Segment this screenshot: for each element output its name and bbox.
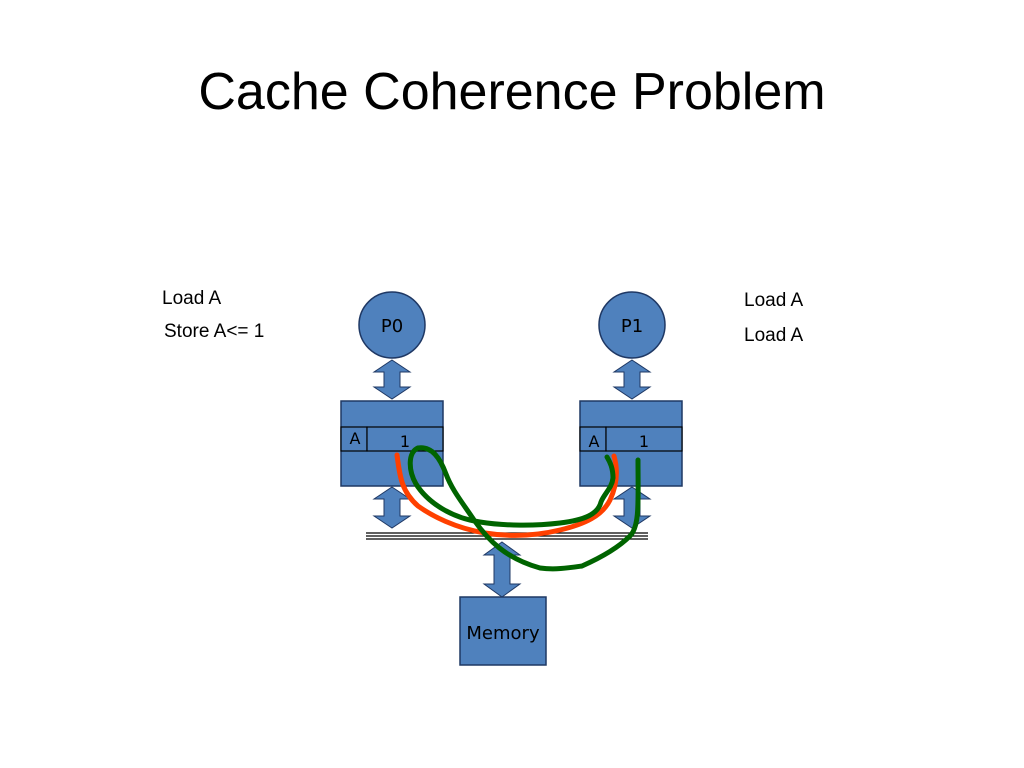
memory: Memory — [459, 596, 547, 666]
green-path-loop — [407, 445, 616, 528]
p1-cache-arrow — [612, 359, 652, 400]
cache-p1: A 1 — [579, 400, 683, 487]
cache-p0: A 1 — [340, 400, 444, 487]
p0-op-1: Load A — [162, 288, 222, 309]
processor-p0-label: P0 — [381, 316, 403, 337]
processor-p1: P1 — [598, 291, 666, 359]
green-path-sweep — [415, 445, 641, 572]
p1-op-2: Load A — [744, 325, 804, 346]
red-data-path — [394, 452, 619, 538]
cache-p0-tag: A — [350, 429, 361, 448]
cache-p0-value: 1 — [400, 432, 410, 451]
processor-p1-label: P1 — [621, 316, 643, 337]
cache-p1-tag: A — [589, 432, 600, 451]
p0-op-2: Store A<= 1 — [164, 321, 265, 342]
page-title: Cache Coherence Problem — [198, 63, 826, 121]
cache-p0-bus-arrow — [372, 486, 412, 529]
processor-p0: P0 — [358, 291, 426, 359]
cache-p1-value: 1 — [639, 432, 649, 451]
memory-label: Memory — [466, 623, 540, 644]
p1-op-1: Load A — [744, 290, 804, 311]
p0-cache-arrow — [372, 359, 412, 400]
cache-p1-bus-arrow — [612, 486, 652, 529]
